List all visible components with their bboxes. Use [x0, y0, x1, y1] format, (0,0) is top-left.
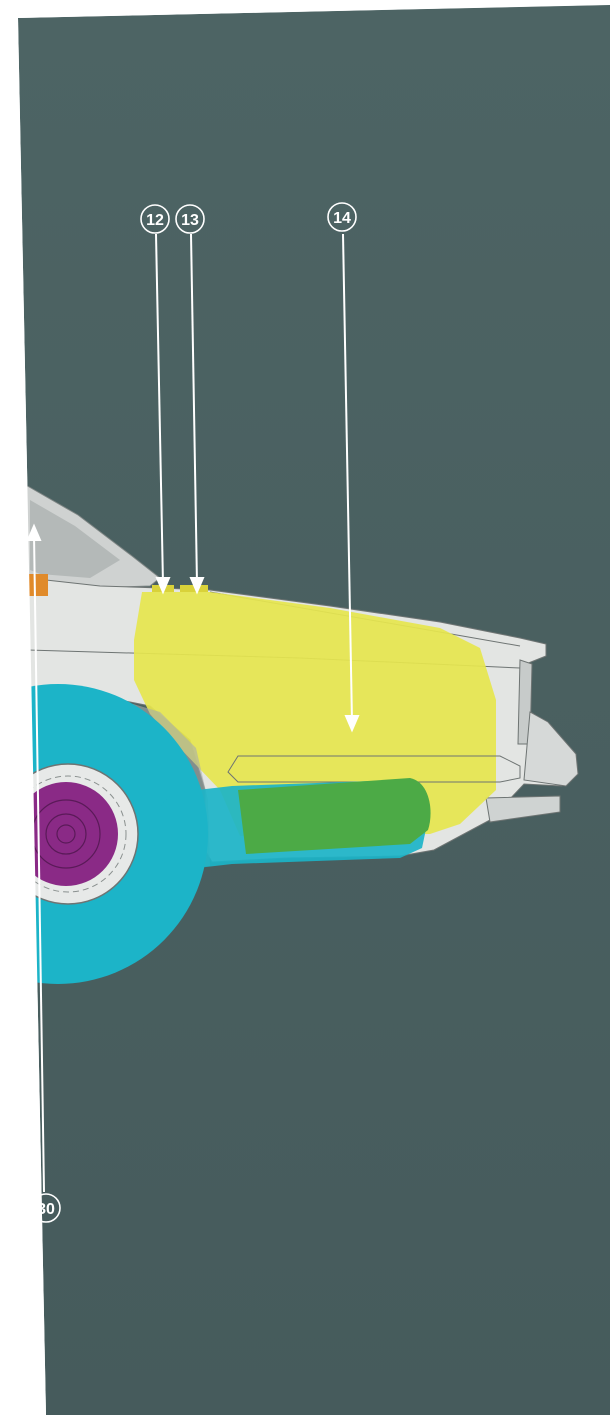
indicator-lamp: [28, 574, 48, 596]
green-zone: [238, 778, 431, 854]
callout-14-number: 14: [333, 210, 351, 227]
callout-12-number: 12: [146, 212, 164, 229]
callout-13-number: 13: [181, 212, 199, 229]
